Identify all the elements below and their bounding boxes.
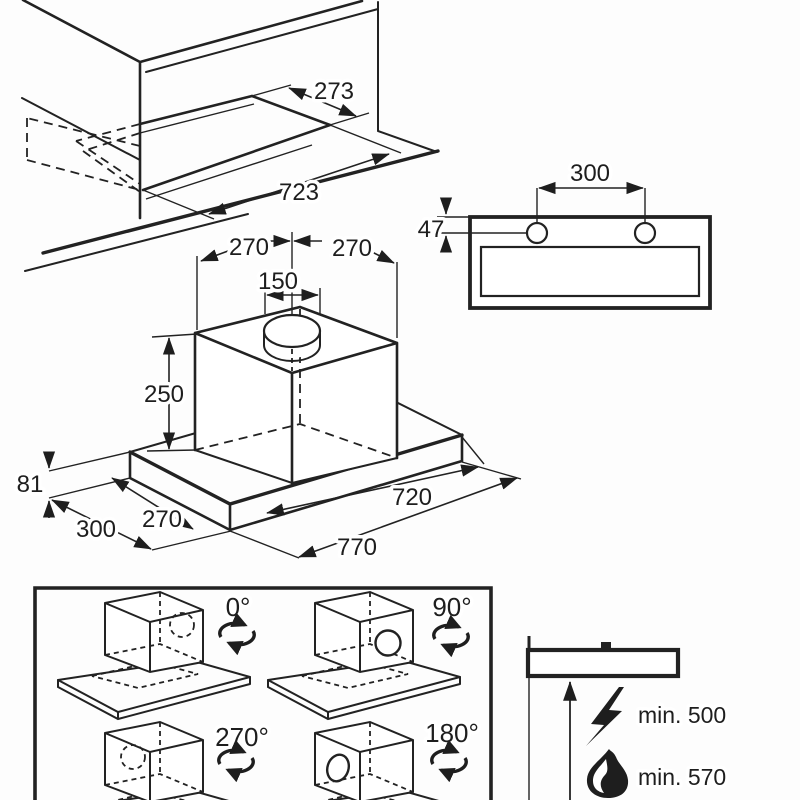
dim-cutout-width: 723 — [279, 179, 319, 206]
angle-label-270: 270° — [215, 722, 269, 752]
mounting-hole-right — [633, 221, 657, 245]
dim-base-front-depth: 270 — [142, 506, 182, 533]
hood-side-profile — [525, 647, 681, 679]
gas-clearance-label: min. 570 — [638, 764, 726, 790]
cabinet-cutout-view: 273 723 — [21, 0, 440, 272]
mounting-hole-left — [525, 221, 549, 245]
lightning-bolt-icon — [586, 687, 624, 746]
flame-icon — [586, 749, 629, 798]
dim-body-width: 720 — [392, 484, 432, 511]
grease-filter-panel — [479, 245, 701, 298]
angle-label-0: 0° — [226, 592, 251, 622]
dim-base-height: 81 — [17, 471, 44, 498]
mounting-front-view: 300 47 — [414, 157, 712, 310]
dim-base-width: 770 — [337, 534, 377, 561]
duct-hole-90 — [374, 629, 402, 657]
hood-isometric-view: 270 270 150 250 81 300 270 720 770 — [13, 231, 522, 565]
duct-rotation-panel: 0° 90° 270° 180° — [33, 586, 493, 800]
duct-hole-hidden-0 — [169, 612, 195, 638]
electric-clearance-label: min. 500 — [638, 702, 726, 728]
dim-base-depth: 300 — [76, 516, 116, 543]
dim-duct-diameter: 150 — [258, 268, 298, 295]
dim-body-height: 250 — [144, 381, 184, 408]
duct-hole-180 — [325, 753, 351, 783]
dim-hole-spacing: 300 — [570, 160, 610, 187]
duct-hole-hidden-270 — [120, 744, 146, 770]
dim-duct-offset-left: 270 — [229, 234, 269, 261]
dim-hole-top-offset: 47 — [418, 216, 445, 243]
angle-label-180: 180° — [425, 718, 479, 748]
angle-label-90: 90° — [432, 592, 471, 622]
dim-duct-offset-right: 270 — [332, 235, 372, 262]
clearance-panel: min. 500 min. 570 — [525, 636, 730, 800]
dim-cutout-depth: 273 — [314, 78, 354, 105]
